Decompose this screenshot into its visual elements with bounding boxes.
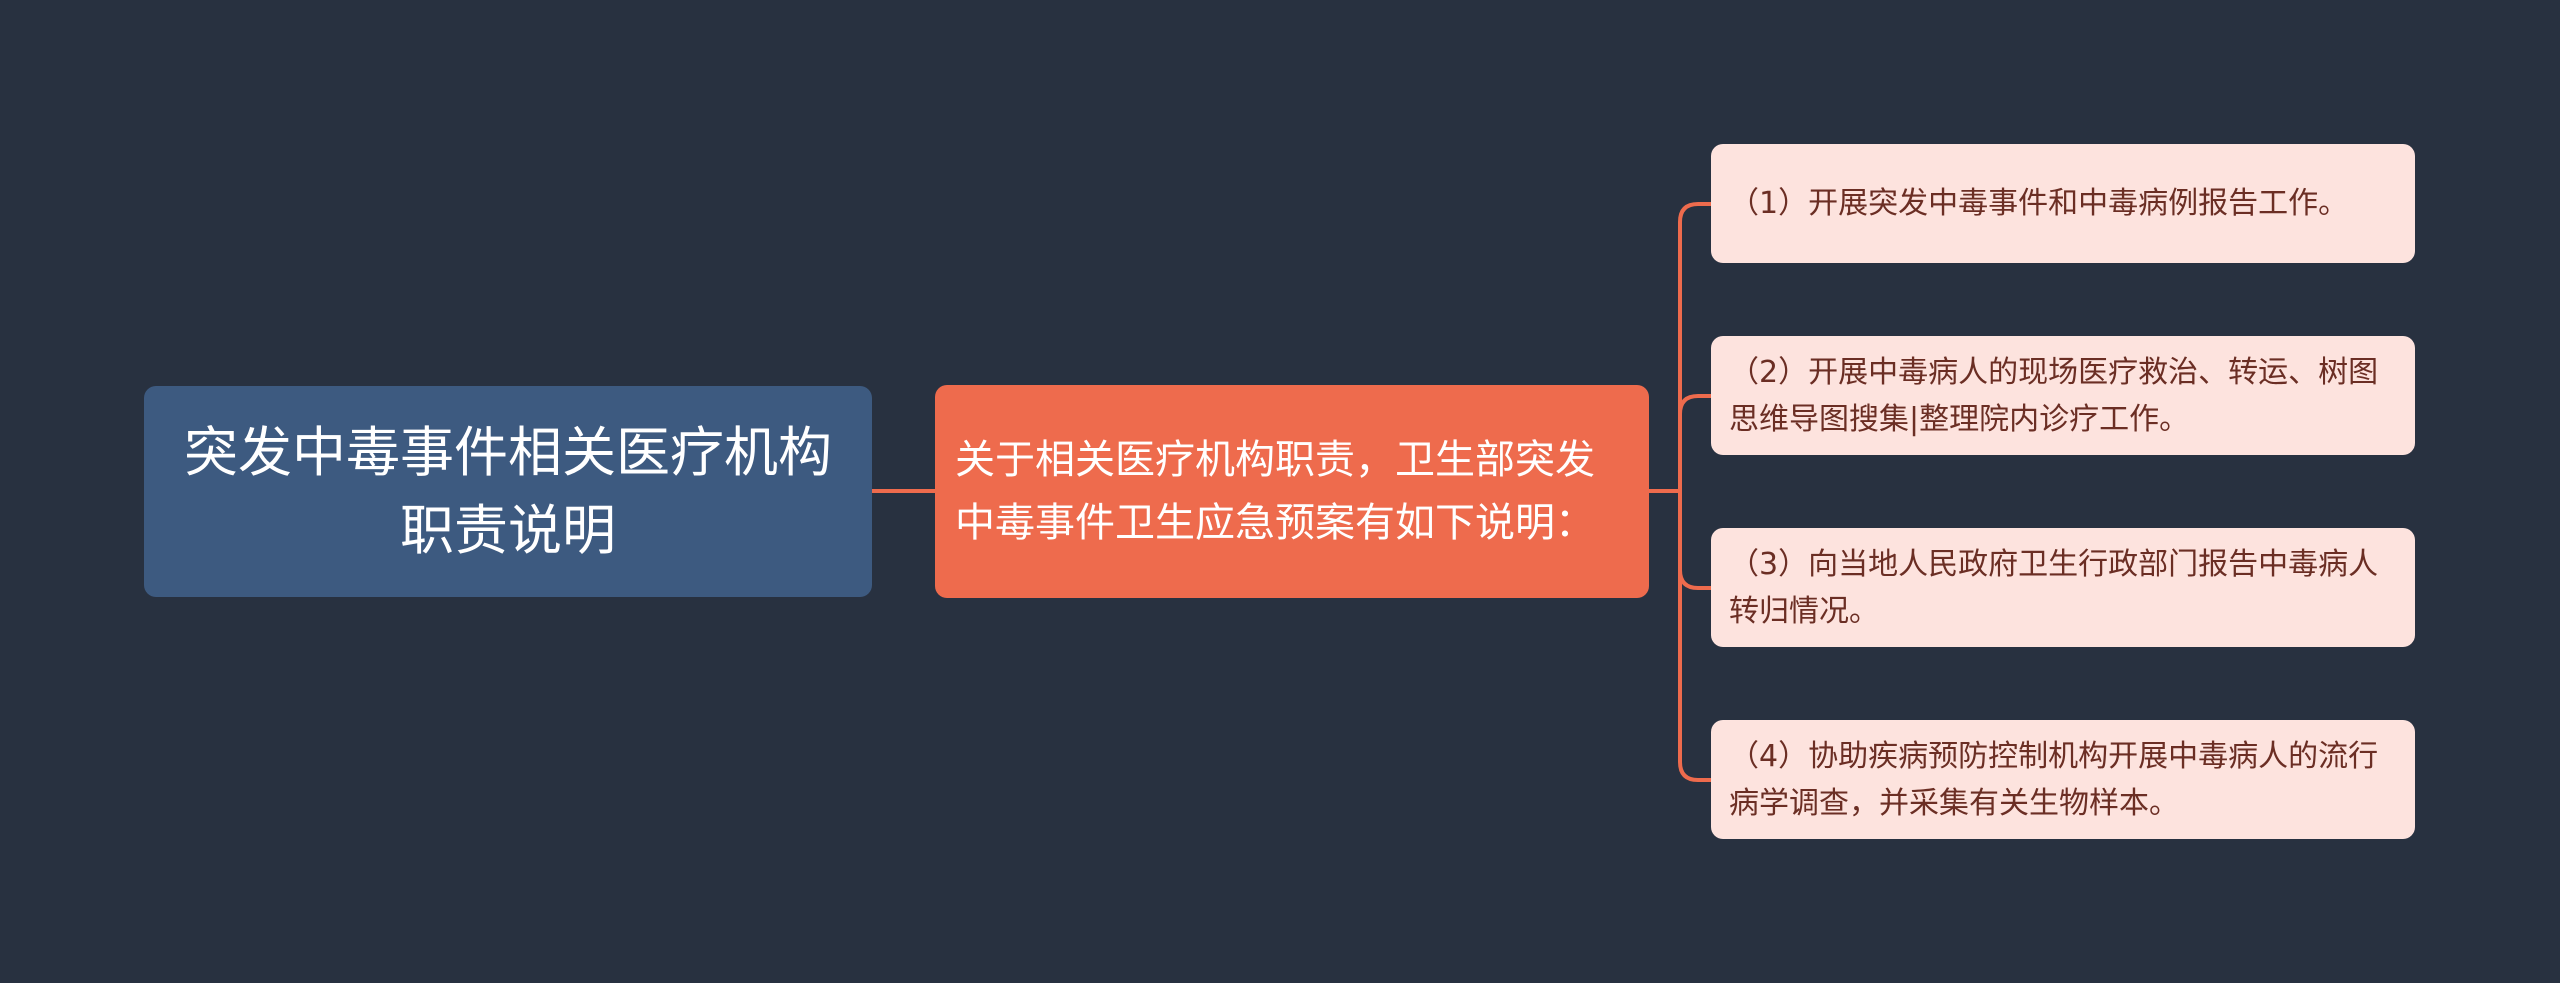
leaf-node-4[interactable]: （4）协助疾病预防控制机构开展中毒病人的流行病学调查，并采集有关生物样本。 bbox=[1711, 720, 2415, 839]
branch-to-leaf-2 bbox=[1678, 394, 1711, 491]
root-topic-text: 突发中毒事件相关医疗机构职责说明 bbox=[184, 420, 832, 562]
leaf-text-4: （4）协助疾病预防控制机构开展中毒病人的流行病学调查，并采集有关生物样本。 bbox=[1729, 738, 2379, 821]
main-branch-text: 关于相关医疗机构职责，卫生部突发中毒事件卫生应急预案有如下说明： bbox=[955, 436, 1595, 546]
leaf-text-2: （2）开展中毒病人的现场医疗救治、转运、树图思维导图搜集|整理院内诊疗工作。 bbox=[1729, 354, 2379, 437]
branch-to-leaf-1 bbox=[1678, 202, 1711, 491]
branch-to-leaf-4 bbox=[1678, 491, 1711, 782]
leaf-node-1[interactable]: （1）开展突发中毒事件和中毒病例报告工作。 bbox=[1711, 144, 2415, 263]
leaf-text-3: （3）向当地人民政府卫生行政部门报告中毒病人转归情况。 bbox=[1729, 546, 2379, 629]
leaf-node-2[interactable]: （2）开展中毒病人的现场医疗救治、转运、树图思维导图搜集|整理院内诊疗工作。 bbox=[1711, 336, 2415, 455]
leaf-node-3[interactable]: （3）向当地人民政府卫生行政部门报告中毒病人转归情况。 bbox=[1711, 528, 2415, 647]
root-topic-node[interactable]: 突发中毒事件相关医疗机构职责说明 bbox=[144, 386, 872, 597]
branch-to-leaf-3 bbox=[1678, 491, 1711, 590]
leaf-text-1: （1）开展突发中毒事件和中毒病例报告工作。 bbox=[1729, 186, 2349, 221]
main-branch-node[interactable]: 关于相关医疗机构职责，卫生部突发中毒事件卫生应急预案有如下说明： bbox=[935, 385, 1649, 598]
